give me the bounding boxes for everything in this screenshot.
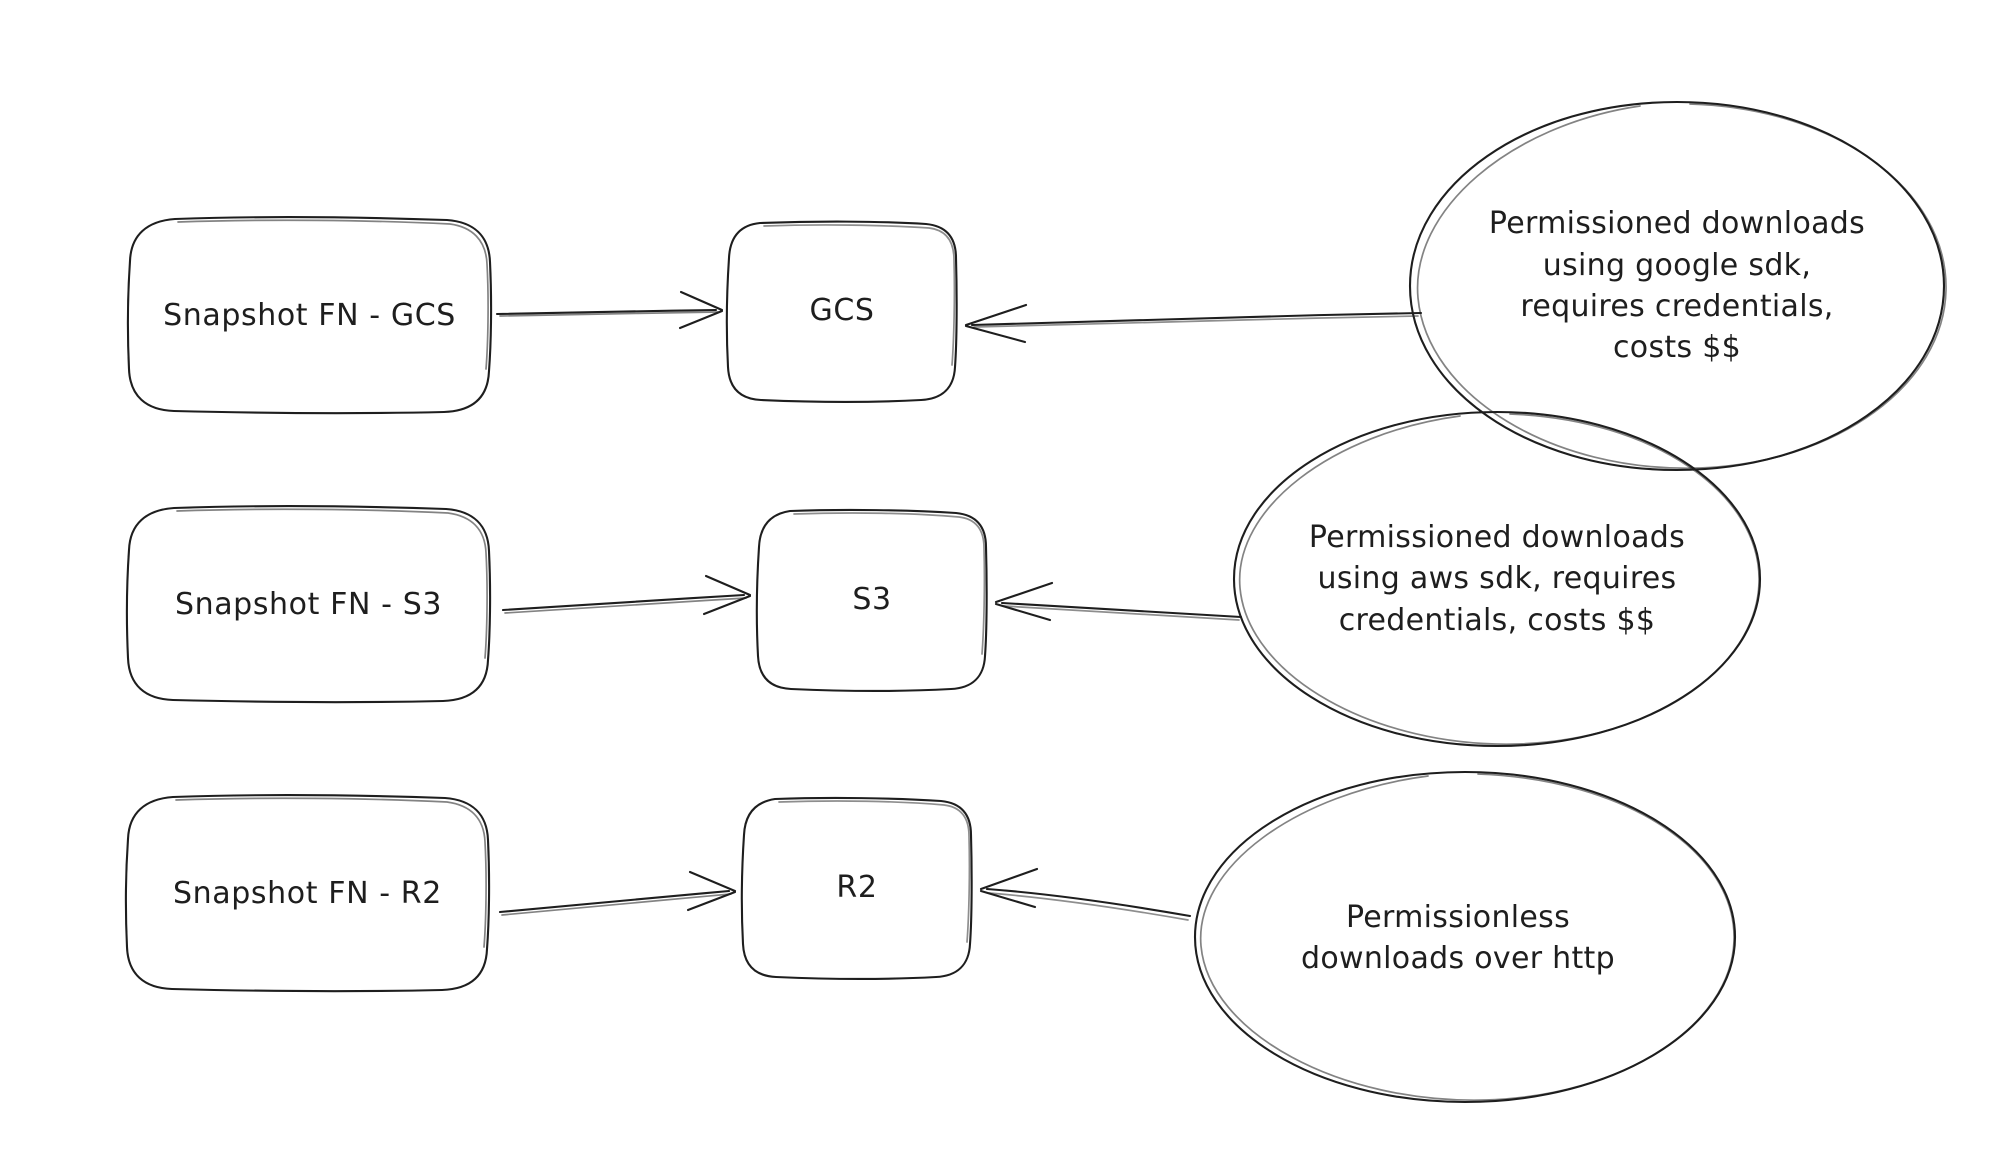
node-r2[interactable] (740, 796, 973, 980)
node-gcs[interactable] (725, 220, 958, 403)
edge-s3-source-to-target (501, 574, 752, 616)
node-s3[interactable] (755, 508, 988, 692)
node-snapshot-fn-r2[interactable] (124, 794, 491, 993)
ellipse-note-s3[interactable] (1232, 410, 1762, 748)
edge-gcs-note-to-target (964, 303, 1423, 344)
edge-r2-source-to-target (498, 870, 737, 916)
ellipse-note-gcs[interactable] (1408, 100, 1947, 472)
edge-r2-note-to-target (979, 867, 1192, 921)
node-snapshot-fn-s3[interactable] (125, 505, 492, 704)
node-snapshot-fn-gcs[interactable] (126, 216, 493, 415)
ellipse-note-r2[interactable] (1193, 770, 1737, 1104)
edge-s3-note-to-target (994, 581, 1243, 622)
edge-gcs-source-to-target (495, 290, 724, 330)
